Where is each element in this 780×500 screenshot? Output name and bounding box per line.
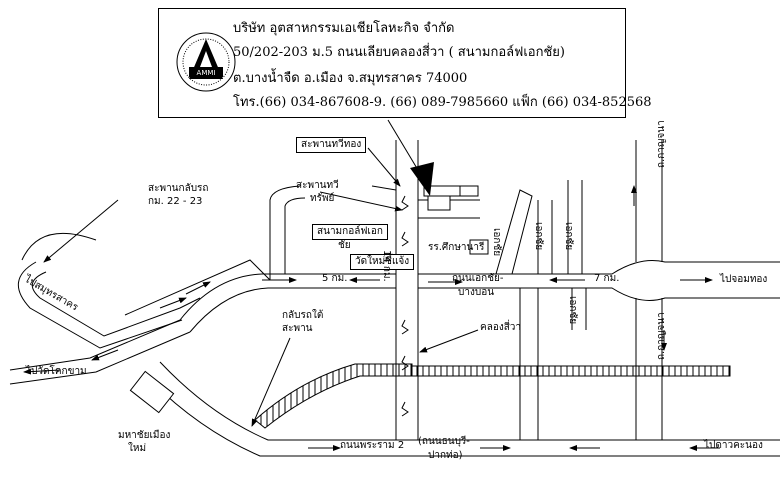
company-logo: AMMI <box>176 32 236 92</box>
railway <box>254 363 731 429</box>
label-ekkachai-road-2: บางบอน <box>458 287 495 298</box>
leader-lines <box>43 147 479 427</box>
company-info-box: AMMI บริษัท อุตสาหกรรมเอเชียโลหะกิจ จำกั… <box>158 8 652 118</box>
label-bridge-tawithong: สะพานทวีทอง <box>296 137 367 153</box>
label-uturn-under-bridge-1: กลับรถใต้ <box>282 310 324 321</box>
label-soi-c: เอกชัย <box>563 222 574 251</box>
label-km5: 5 กม. <box>322 273 348 284</box>
label-km7: 7 กม. <box>594 273 620 284</box>
label-uturn-under-bridge-2: สะพาน <box>282 323 313 334</box>
location-arrowhead <box>410 162 434 196</box>
label-wat-thai-chaeng: วัดใหม่ชี้แจ้ง <box>350 254 415 270</box>
company-phone: โทร.(66) 034-867608-9. (66) 089-7985660 … <box>233 95 652 110</box>
kanchana-road <box>635 140 663 440</box>
label-thonburi-paktho-2: ปากท่อ) <box>428 450 463 461</box>
label-golf-course-2: ชัย <box>338 240 351 251</box>
label-to-chom-thong: ไปจอมทอง <box>720 274 768 285</box>
label-km14: 14 กม. <box>381 250 392 282</box>
label-rama2-road: ถนนพระราม 2 <box>340 440 405 451</box>
company-address: 50/202-203 ม.5 ถนนเลียบคลองสี่วา ( สนามก… <box>233 45 565 60</box>
label-ekkachai-road-1: ถนนเอกชัย- <box>452 273 504 284</box>
label-school: รร.ศึกษานารี <box>428 242 485 253</box>
label-soi-a: เอกชัย <box>491 228 502 257</box>
label-khlong-si-wa: คลองสี่วา <box>480 322 522 333</box>
label-soi-d: เอกชัย <box>567 296 578 325</box>
label-road-kanchana-2: ถ.กาญจนา <box>656 312 667 360</box>
uturn-loop <box>9 232 201 385</box>
label-bridge-tawisap-1: สะพานทวี <box>296 180 339 191</box>
label-uturn-bridge-1: สะพานกลับรถ <box>148 183 209 194</box>
ekkachai-road <box>179 260 780 333</box>
school-box <box>469 239 489 255</box>
label-golf-course-1: สนามกอล์ฟเอก <box>312 224 388 240</box>
label-soi-b: เอกชัย <box>533 222 544 251</box>
company-name: บริษัท อุตสาหกรรมเอเชียโลหะกิจ จำกัด <box>233 21 455 36</box>
label-uturn-bridge-2: กม. 22 - 23 <box>148 196 203 207</box>
label-thonburi-paktho-1: (ถนนธนบุรี- <box>418 436 470 447</box>
label-mahachai-mueang-mai-2: ใหม่ <box>128 443 147 454</box>
mahachai-box <box>129 370 175 414</box>
label-mahachai-mueang-mai-1: มหาชัยเมือง <box>118 430 171 441</box>
label-to-dao-khanong: ไปดาวคะนอง <box>704 440 763 451</box>
label-bridge-tawisap-2: ทรัพย์ <box>310 193 335 204</box>
company-district: ต.บางน้ำจืด อ.เมือง จ.สมุทรสาคร 74000 <box>233 71 468 86</box>
rama2-road <box>124 259 780 457</box>
label-road-kanchana-1: ถ.กาญจนา <box>656 120 667 168</box>
logo-text: AMMI <box>197 69 216 77</box>
label-to-wat-khok-kham: ไปวัดโคกขาม <box>26 366 87 377</box>
traffic-arrows <box>23 185 720 451</box>
factory <box>423 185 479 211</box>
